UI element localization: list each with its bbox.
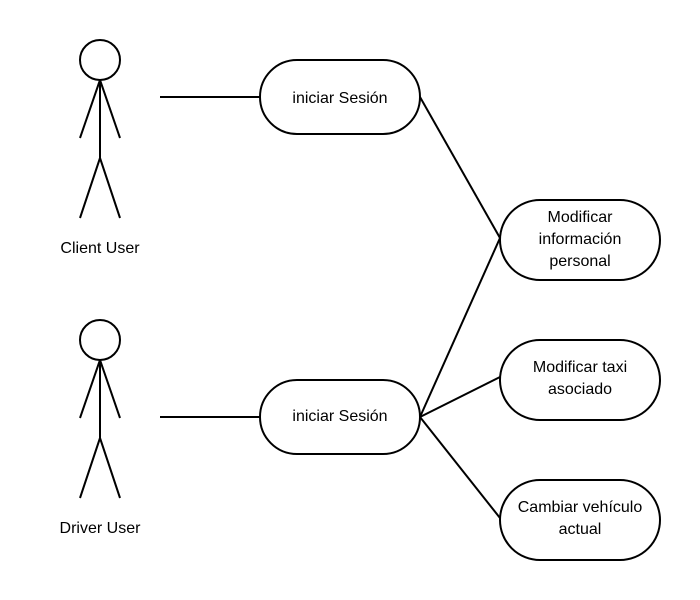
use-case-label-line: información (539, 231, 622, 248)
use-case-change-vehicle: Cambiar vehículo actual (499, 479, 661, 561)
use-case-label-line: asociado (548, 381, 612, 398)
use-case-login-driver: iniciar Sesión (259, 379, 421, 455)
association-login-modify-info (419, 96, 501, 239)
association-driver-login-modify-taxi (419, 376, 501, 418)
association-driver-login-modify-info (419, 237, 501, 418)
use-case-label-line: Modificar taxi (533, 359, 627, 376)
use-case-label-line: Modificar (548, 209, 614, 226)
actor-client-user: Client User (60, 39, 140, 257)
stick-figure-icon (79, 39, 121, 219)
actor-driver-user: Driver User (60, 319, 142, 537)
use-case-label-line: actual (559, 521, 602, 538)
association-driver-login-change-vehicle (419, 416, 501, 519)
use-case-modify-taxi: Modificar taxi asociado (499, 339, 661, 421)
use-case-label-line: personal (549, 253, 610, 270)
use-case-login-client: iniciar Sesión (259, 59, 421, 135)
actor-label: Driver User (60, 520, 142, 537)
use-case-label: iniciar Sesión (292, 90, 387, 107)
stick-figure-icon (79, 319, 121, 499)
actor-label: Client User (60, 240, 140, 257)
associations (160, 96, 501, 519)
use-case-label: iniciar Sesión (292, 408, 387, 425)
use-case-label-line: Cambiar vehículo (518, 499, 643, 516)
use-case-modify-info: Modificar información personal (499, 199, 661, 281)
